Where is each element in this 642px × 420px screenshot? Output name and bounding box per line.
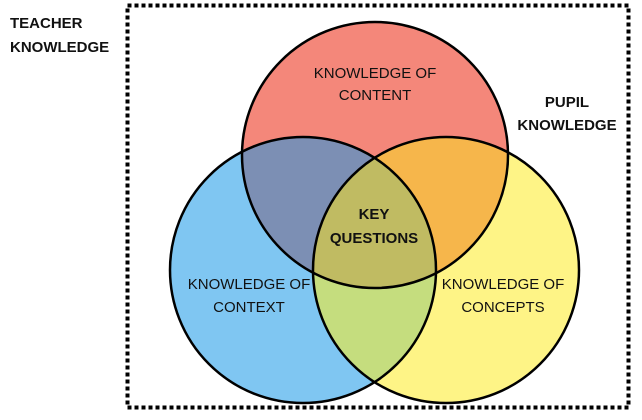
- content-circle-outline: [240, 20, 510, 290]
- teacher-knowledge-label-line2: KNOWLEDGE: [10, 39, 109, 56]
- pupil-knowledge-label-line2: KNOWLEDGE: [517, 117, 616, 134]
- context-label-line2: CONTEXT: [213, 299, 285, 316]
- concepts-circle-outline: [311, 135, 581, 405]
- teacher-knowledge-label-line1: TEACHER: [10, 15, 83, 32]
- key-questions-label-line2: QUESTIONS: [330, 230, 418, 247]
- key-questions-label-line1: KEY: [359, 206, 390, 223]
- concepts-label-line2: CONCEPTS: [461, 299, 544, 316]
- concepts-label-line1: KNOWLEDGE OF: [442, 276, 565, 293]
- context-circle-outline: [168, 135, 438, 405]
- pupil-knowledge-label-line1: PUPIL: [545, 94, 589, 111]
- content-label-line1: KNOWLEDGE OF: [314, 65, 437, 82]
- key-questions-overlap: [313, 137, 436, 288]
- context-label-line1: KNOWLEDGE OF: [188, 276, 311, 293]
- content-label-line2: CONTENT: [339, 87, 412, 104]
- pupil-knowledge-frame: [125, 3, 631, 410]
